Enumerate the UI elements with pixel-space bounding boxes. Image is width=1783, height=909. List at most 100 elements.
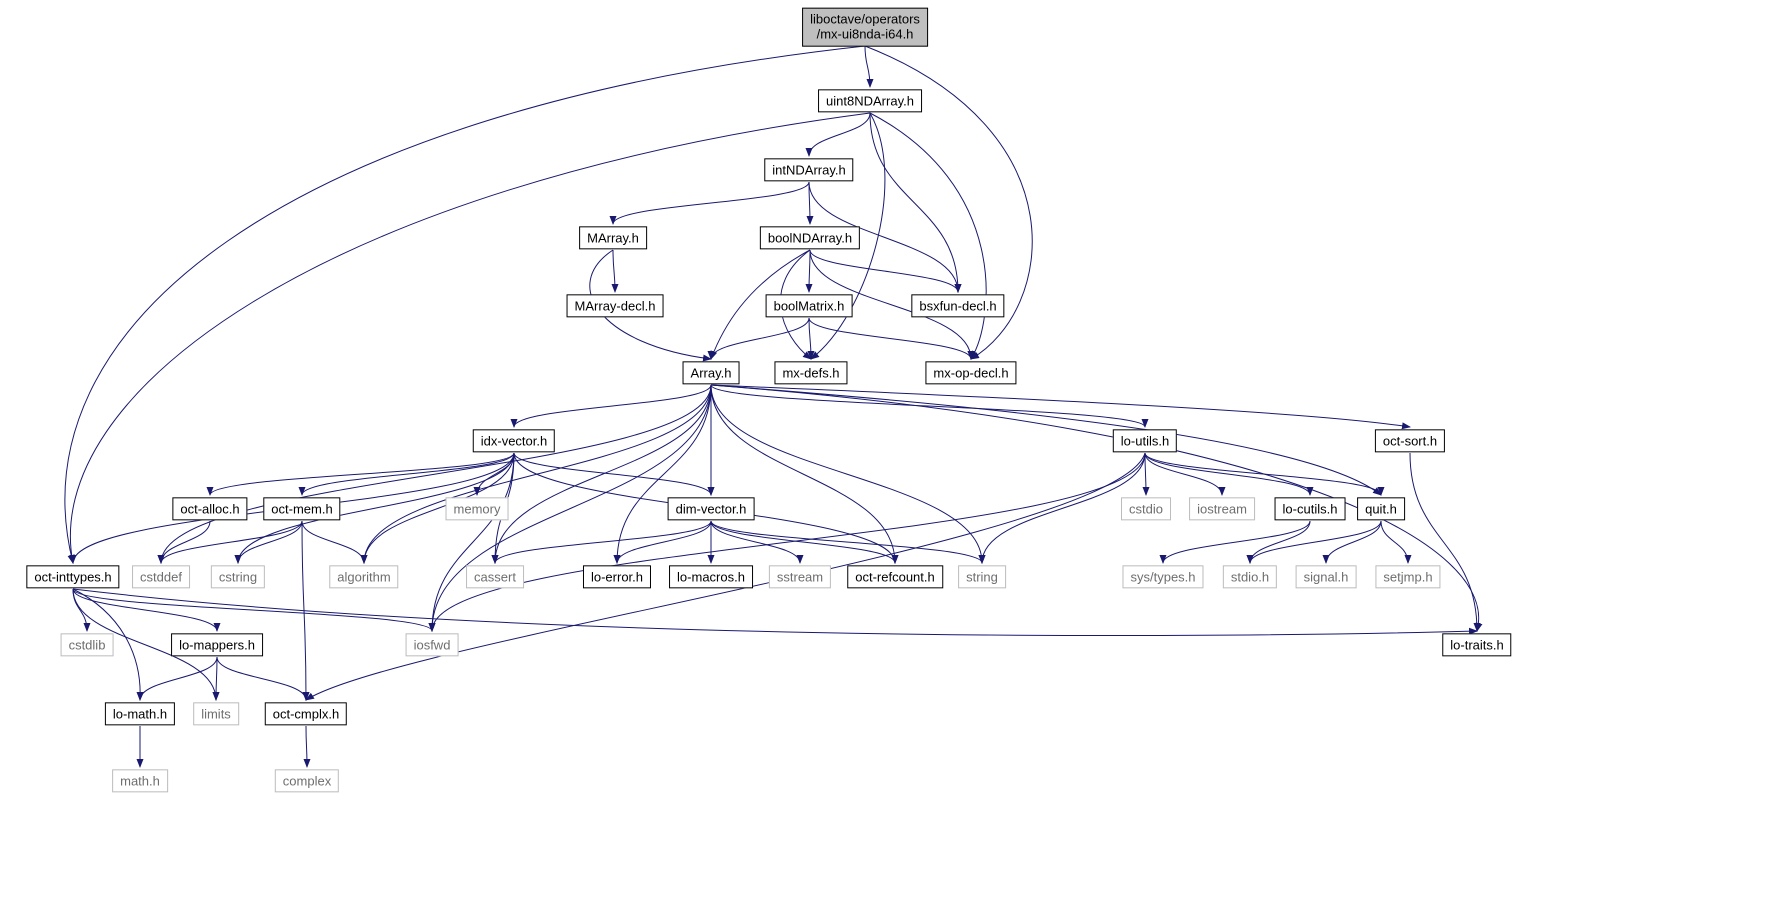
edge-uint8ndarray-h-to-oct-inttypes-h xyxy=(68,112,871,564)
edge-quit-h-to-stdio-h xyxy=(1246,520,1382,564)
edge-root-to-mx-op-decl-h xyxy=(864,45,1033,360)
edge-lo-utils-h-to-quit-h xyxy=(1144,452,1385,496)
edge-oct-mem-h-to-algorithm xyxy=(301,520,368,564)
edge-lo-utils-h-to-lo-cutils-h xyxy=(1144,452,1314,496)
edge-oct-mem-h-to-cstddef xyxy=(157,520,303,564)
edge-lo-utils-h-to-iostream xyxy=(1144,452,1226,496)
node-boolndarray-h[interactable]: boolNDArray.h xyxy=(759,226,861,250)
node-lo-error-h[interactable]: lo-error.h xyxy=(582,565,652,589)
node-complex: complex xyxy=(274,769,340,793)
node-root: liboctave/operators /mx-ui8nda-i64.h xyxy=(802,7,928,47)
edge-lo-utils-h-to-iosfwd xyxy=(428,452,1146,632)
edge-lo-cutils-h-to-sys-types-h xyxy=(1159,520,1311,564)
node-lo-traits-h[interactable]: lo-traits.h xyxy=(1442,633,1512,657)
edge-dim-vector-h-to-sstream xyxy=(710,520,804,564)
edge-idx-vector-h-to-algorithm xyxy=(360,452,515,564)
edge-dim-vector-h-to-lo-error-h xyxy=(613,520,712,564)
edge-boolmatrix-h-to-mx-defs-h xyxy=(807,317,815,360)
edge-boolndarray-h-to-array-h xyxy=(710,249,811,360)
node-string: string xyxy=(958,565,1006,589)
edge-intndarray-h-to-marray-h xyxy=(609,181,810,225)
edge-oct-inttypes-h-to-lo-math-h xyxy=(72,588,144,701)
node-mx-defs-h[interactable]: mx-defs.h xyxy=(774,361,848,385)
node-lo-macros-h[interactable]: lo-macros.h xyxy=(669,565,753,589)
node-intndarray-h[interactable]: intNDArray.h xyxy=(764,158,854,182)
node-lo-cutils-h[interactable]: lo-cutils.h xyxy=(1274,497,1346,521)
node-oct-inttypes-h[interactable]: oct-inttypes.h xyxy=(26,565,120,589)
edge-oct-inttypes-h-to-iosfwd xyxy=(72,588,436,632)
node-lo-utils-h[interactable]: lo-utils.h xyxy=(1112,429,1178,453)
node-memory: memory xyxy=(445,497,509,521)
node-cstddef: cstddef xyxy=(132,565,190,589)
edge-idx-vector-h-to-iosfwd xyxy=(428,452,515,632)
node-quit-h[interactable]: quit.h xyxy=(1357,497,1405,521)
node-oct-sort-h[interactable]: oct-sort.h xyxy=(1374,429,1446,453)
node-array-h[interactable]: Array.h xyxy=(682,361,740,385)
edge-array-h-to-lo-utils-h xyxy=(710,384,1149,428)
node-cassert: cassert xyxy=(466,565,524,589)
edge-oct-inttypes-h-to-lo-mappers-h xyxy=(72,588,221,632)
node-cstdlib: cstdlib xyxy=(60,633,114,657)
edge-dim-vector-h-to-cassert xyxy=(491,520,712,564)
edge-oct-inttypes-h-to-limits xyxy=(72,588,220,701)
edge-oct-inttypes-h-to-lo-traits-h xyxy=(72,588,1478,637)
edge-uint8ndarray-h-to-mx-defs-h xyxy=(810,112,886,360)
node-oct-alloc-h[interactable]: oct-alloc.h xyxy=(172,497,248,521)
node-iosfwd: iosfwd xyxy=(405,633,459,657)
edge-array-h-to-idx-vector-h xyxy=(510,384,712,428)
edge-idx-vector-h-to-dim-vector-h xyxy=(513,452,715,496)
edge-lo-mappers-h-to-limits xyxy=(212,656,220,701)
node-lo-math-h[interactable]: lo-math.h xyxy=(104,702,176,726)
edge-lo-mappers-h-to-lo-math-h xyxy=(136,656,218,701)
edge-lo-cutils-h-to-stdio-h xyxy=(1246,520,1311,564)
edge-uint8ndarray-h-to-intndarray-h xyxy=(805,112,871,157)
node-mx-op-decl-h[interactable]: mx-op-decl.h xyxy=(925,361,1017,385)
edge-intndarray-h-to-bsxfun-decl-h xyxy=(808,181,962,293)
node-math-h: math.h xyxy=(112,769,168,793)
edge-boolndarray-h-to-bsxfun-decl-h xyxy=(809,249,962,293)
edge-uint8ndarray-h-to-bsxfun-decl-h xyxy=(869,112,962,293)
edge-boolmatrix-h-to-array-h xyxy=(707,317,810,360)
edge-boolmatrix-h-to-mx-op-decl-h xyxy=(808,317,975,360)
node-marray-decl-h[interactable]: MArray-decl.h xyxy=(566,294,664,318)
node-signal-h: signal.h xyxy=(1295,565,1357,589)
node-idx-vector-h[interactable]: idx-vector.h xyxy=(472,429,556,453)
node-limits: limits xyxy=(193,702,239,726)
node-marray-h[interactable]: MArray.h xyxy=(579,226,647,250)
edge-oct-mem-h-to-cstring xyxy=(234,520,303,564)
edge-array-h-to-quit-h xyxy=(710,384,1382,496)
edge-array-h-to-string xyxy=(710,384,986,564)
node-stdio-h: stdio.h xyxy=(1222,565,1278,589)
node-sys-types-h: sys/types.h xyxy=(1122,565,1204,589)
edge-lo-utils-h-to-string xyxy=(978,452,1146,564)
edge-quit-h-to-signal-h xyxy=(1322,520,1382,564)
edge-lo-utils-h-to-cstdio xyxy=(1142,452,1150,496)
node-lo-mappers-h[interactable]: lo-mappers.h xyxy=(171,633,263,657)
node-oct-mem-h[interactable]: oct-mem.h xyxy=(263,497,341,521)
edge-oct-cmplx-h-to-complex xyxy=(303,725,311,768)
node-dim-vector-h[interactable]: dim-vector.h xyxy=(667,497,755,521)
node-boolmatrix-h[interactable]: boolMatrix.h xyxy=(765,294,853,318)
edge-idx-vector-h-to-cstring xyxy=(234,452,515,564)
edge-root-to-uint8ndarray-h xyxy=(864,45,874,88)
edge-boolndarray-h-to-mx-op-decl-h xyxy=(809,249,975,360)
edge-dim-vector-h-to-oct-refcount-h xyxy=(710,520,899,564)
edge-oct-sort-h-to-lo-traits-h xyxy=(1409,452,1481,632)
node-setjmp-h: setjmp.h xyxy=(1375,565,1441,589)
node-oct-refcount-h[interactable]: oct-refcount.h xyxy=(847,565,943,589)
edge-root-to-oct-inttypes-h xyxy=(64,45,866,564)
node-algorithm: algorithm xyxy=(329,565,399,589)
node-bsxfun-decl-h[interactable]: bsxfun-decl.h xyxy=(911,294,1005,318)
edge-array-h-to-lo-error-h xyxy=(613,384,712,564)
edge-oct-alloc-h-to-cstddef xyxy=(157,520,211,564)
node-oct-cmplx-h[interactable]: oct-cmplx.h xyxy=(264,702,348,726)
edge-quit-h-to-setjmp-h xyxy=(1380,520,1412,564)
edge-array-h-to-oct-sort-h xyxy=(710,384,1411,430)
edge-boolndarray-h-to-boolmatrix-h xyxy=(805,249,813,293)
node-uint8ndarray-h[interactable]: uint8NDArray.h xyxy=(818,89,922,113)
edge-idx-vector-h-to-oct-alloc-h xyxy=(206,452,515,496)
node-cstring: cstring xyxy=(210,565,266,589)
edge-array-h-to-cstddef xyxy=(157,384,712,564)
